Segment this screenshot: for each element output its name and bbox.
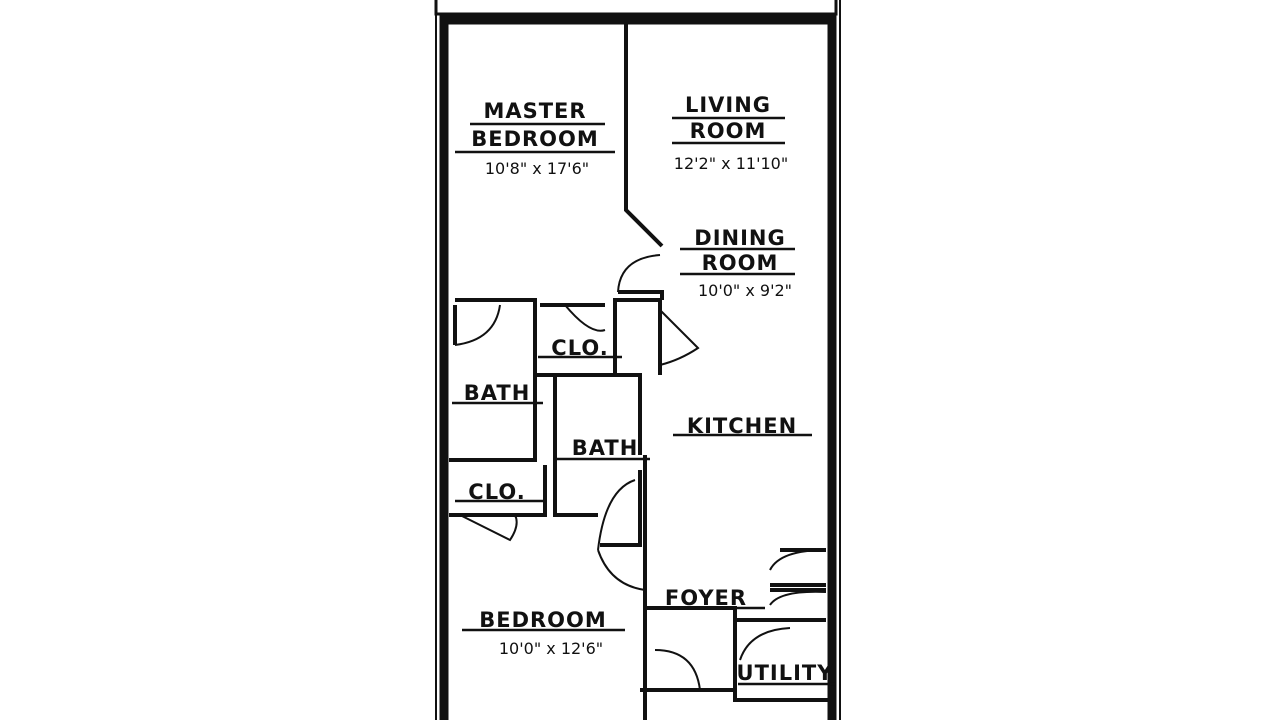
room-label: FOYER xyxy=(665,586,747,610)
room-foyer: FOYER xyxy=(652,586,765,610)
room-master-bedroom: MASTER BEDROOM 10'8" x 17'6" xyxy=(455,99,615,178)
room-label: BATH xyxy=(572,436,639,460)
room-closet-1: CLO. xyxy=(538,336,622,360)
room-label: LIVING xyxy=(685,93,771,117)
title-box xyxy=(434,0,838,16)
room-bath-2: BATH xyxy=(555,436,650,461)
room-bedroom: BEDROOM 10'0" x 12'6" xyxy=(462,608,625,658)
room-label: DINING xyxy=(694,226,785,250)
room-dimensions: 10'0" x 9'2" xyxy=(698,281,792,300)
room-bath-1: BATH xyxy=(452,381,543,405)
room-dimensions: 10'0" x 12'6" xyxy=(499,639,603,658)
room-closet-2: CLO. xyxy=(455,480,543,504)
room-dimensions: 12'2" x 11'10" xyxy=(674,154,788,173)
room-dining-room: DINING ROOM 10'0" x 9'2" xyxy=(680,226,795,300)
room-label: MASTER xyxy=(483,99,586,123)
room-label: UTILITY xyxy=(737,661,834,685)
interior-walls xyxy=(449,24,830,720)
room-utility: UTILITY xyxy=(737,661,835,686)
room-label: BEDROOM xyxy=(479,608,607,632)
exterior-walls xyxy=(435,0,841,720)
room-label: ROOM xyxy=(690,119,767,143)
room-dimensions: 10'8" x 17'6" xyxy=(485,159,589,178)
room-living-room: LIVING ROOM 12'2" x 11'10" xyxy=(672,93,788,173)
room-label: BEDROOM xyxy=(471,127,599,151)
room-kitchen: KITCHEN xyxy=(673,414,812,438)
room-label: BATH xyxy=(464,381,531,405)
room-label: ROOM xyxy=(702,251,779,275)
